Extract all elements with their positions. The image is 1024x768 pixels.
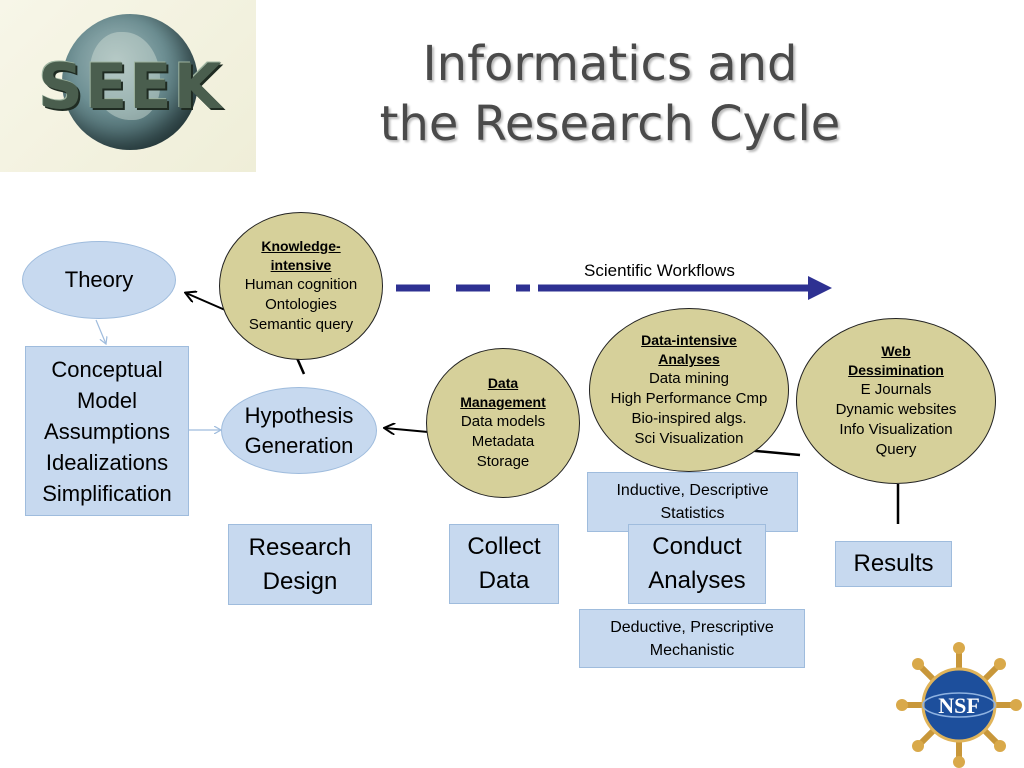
conceptual-line-4: Idealizations (45, 449, 169, 475)
conceptual-line-1: Conceptual (51, 356, 163, 382)
seek-logo: SEEK (0, 0, 256, 172)
collect-data-box: Collect Data (449, 524, 559, 604)
data-intensive-item: Data mining (648, 370, 730, 387)
deductive-box: Deductive, Prescriptive Mechanistic (579, 609, 805, 668)
theory-label: Theory (64, 267, 134, 292)
data-management-item: Data models (460, 413, 546, 430)
web-item: Query (875, 441, 917, 458)
data-management-head-2: Management (460, 394, 546, 410)
hypothesis-line-2: Generation (244, 432, 354, 458)
theory-node: Theory (22, 241, 176, 319)
data-intensive-item: Bio-inspired algs. (631, 410, 747, 427)
nsf-logo-text: NSF (938, 693, 980, 718)
knowledge-head-1: Knowledge- (261, 238, 341, 254)
inductive-box: Inductive, Descriptive Statistics (587, 472, 798, 532)
knowledge-head-2: intensive (270, 257, 332, 273)
results-box: Results (835, 541, 952, 587)
hypothesis-line-1: Hypothesis (244, 402, 354, 428)
web-item: Info Visualization (839, 421, 953, 438)
hypothesis-node: Hypothesis Generation (221, 387, 377, 474)
data-management-to-hypothesis-arrow (385, 428, 429, 432)
data-management-node: Data Management Data models Metadata Sto… (426, 348, 580, 498)
conduct-analyses-box: Conduct Analyses (628, 524, 766, 604)
research-design-line-1: Research (248, 533, 352, 561)
knowledge-item: Semantic query (248, 316, 354, 333)
deductive-line-1: Deductive, Prescriptive (610, 618, 774, 636)
conduct-analyses-line-2: Analyses (648, 567, 746, 594)
collect-data-line-1: Collect (467, 533, 541, 560)
workflow-label: Scientific Workflows (584, 261, 735, 280)
theory-to-model-arrow (95, 319, 106, 344)
deductive-line-2: Mechanistic (649, 641, 735, 659)
results-label: Results (853, 550, 934, 577)
title-line-1: Informatics and (422, 36, 798, 92)
knowledge-item: Human cognition (244, 276, 358, 293)
data-intensive-item: High Performance Cmp (610, 390, 768, 407)
web-item: E Journals (860, 381, 932, 398)
research-design-line-2: Design (262, 567, 338, 595)
data-intensive-head-2: Analyses (658, 351, 720, 367)
data-intensive-node: Data-intensive Analyses Data mining High… (589, 308, 789, 472)
conceptual-model-box: Conceptual Model Assumptions Idealizatio… (25, 346, 189, 516)
collect-data-line-2: Data (478, 567, 530, 594)
data-management-item: Storage (476, 453, 530, 470)
nsf-logo: NSF (896, 642, 1022, 768)
data-intensive-head-1: Data-intensive (641, 332, 737, 348)
knowledge-item: Ontologies (265, 296, 337, 313)
knowledge-intensive-node: Knowledge- intensive Human cognition Ont… (219, 212, 383, 360)
title-line-2: the Research Cycle (379, 96, 841, 152)
seek-logo-text: SEEK (38, 50, 224, 123)
data-intensive-item: Sci Visualization (634, 430, 744, 447)
data-management-item: Metadata (471, 433, 535, 450)
web-item: Dynamic websites (835, 401, 957, 418)
conceptual-line-3: Assumptions (44, 418, 170, 444)
conceptual-line-2: Model (77, 387, 137, 413)
web-head-2: Dessimination (848, 362, 944, 378)
conduct-analyses-line-1: Conduct (652, 533, 742, 560)
conceptual-line-5: Simplification (42, 480, 172, 506)
globe-icon (62, 14, 198, 150)
slide-title: Informatics and the Research Cycle (300, 34, 920, 154)
knowledge-stem-line (295, 357, 306, 375)
inductive-line-2: Statistics (660, 505, 725, 522)
web-dissemination-node: Web Dessimination E Journals Dynamic web… (796, 318, 996, 484)
inductive-line-1: Inductive, Descriptive (616, 482, 769, 499)
research-design-box: Research Design (228, 524, 372, 605)
data-management-head-1: Data (487, 375, 519, 391)
web-head-1: Web (881, 343, 911, 359)
